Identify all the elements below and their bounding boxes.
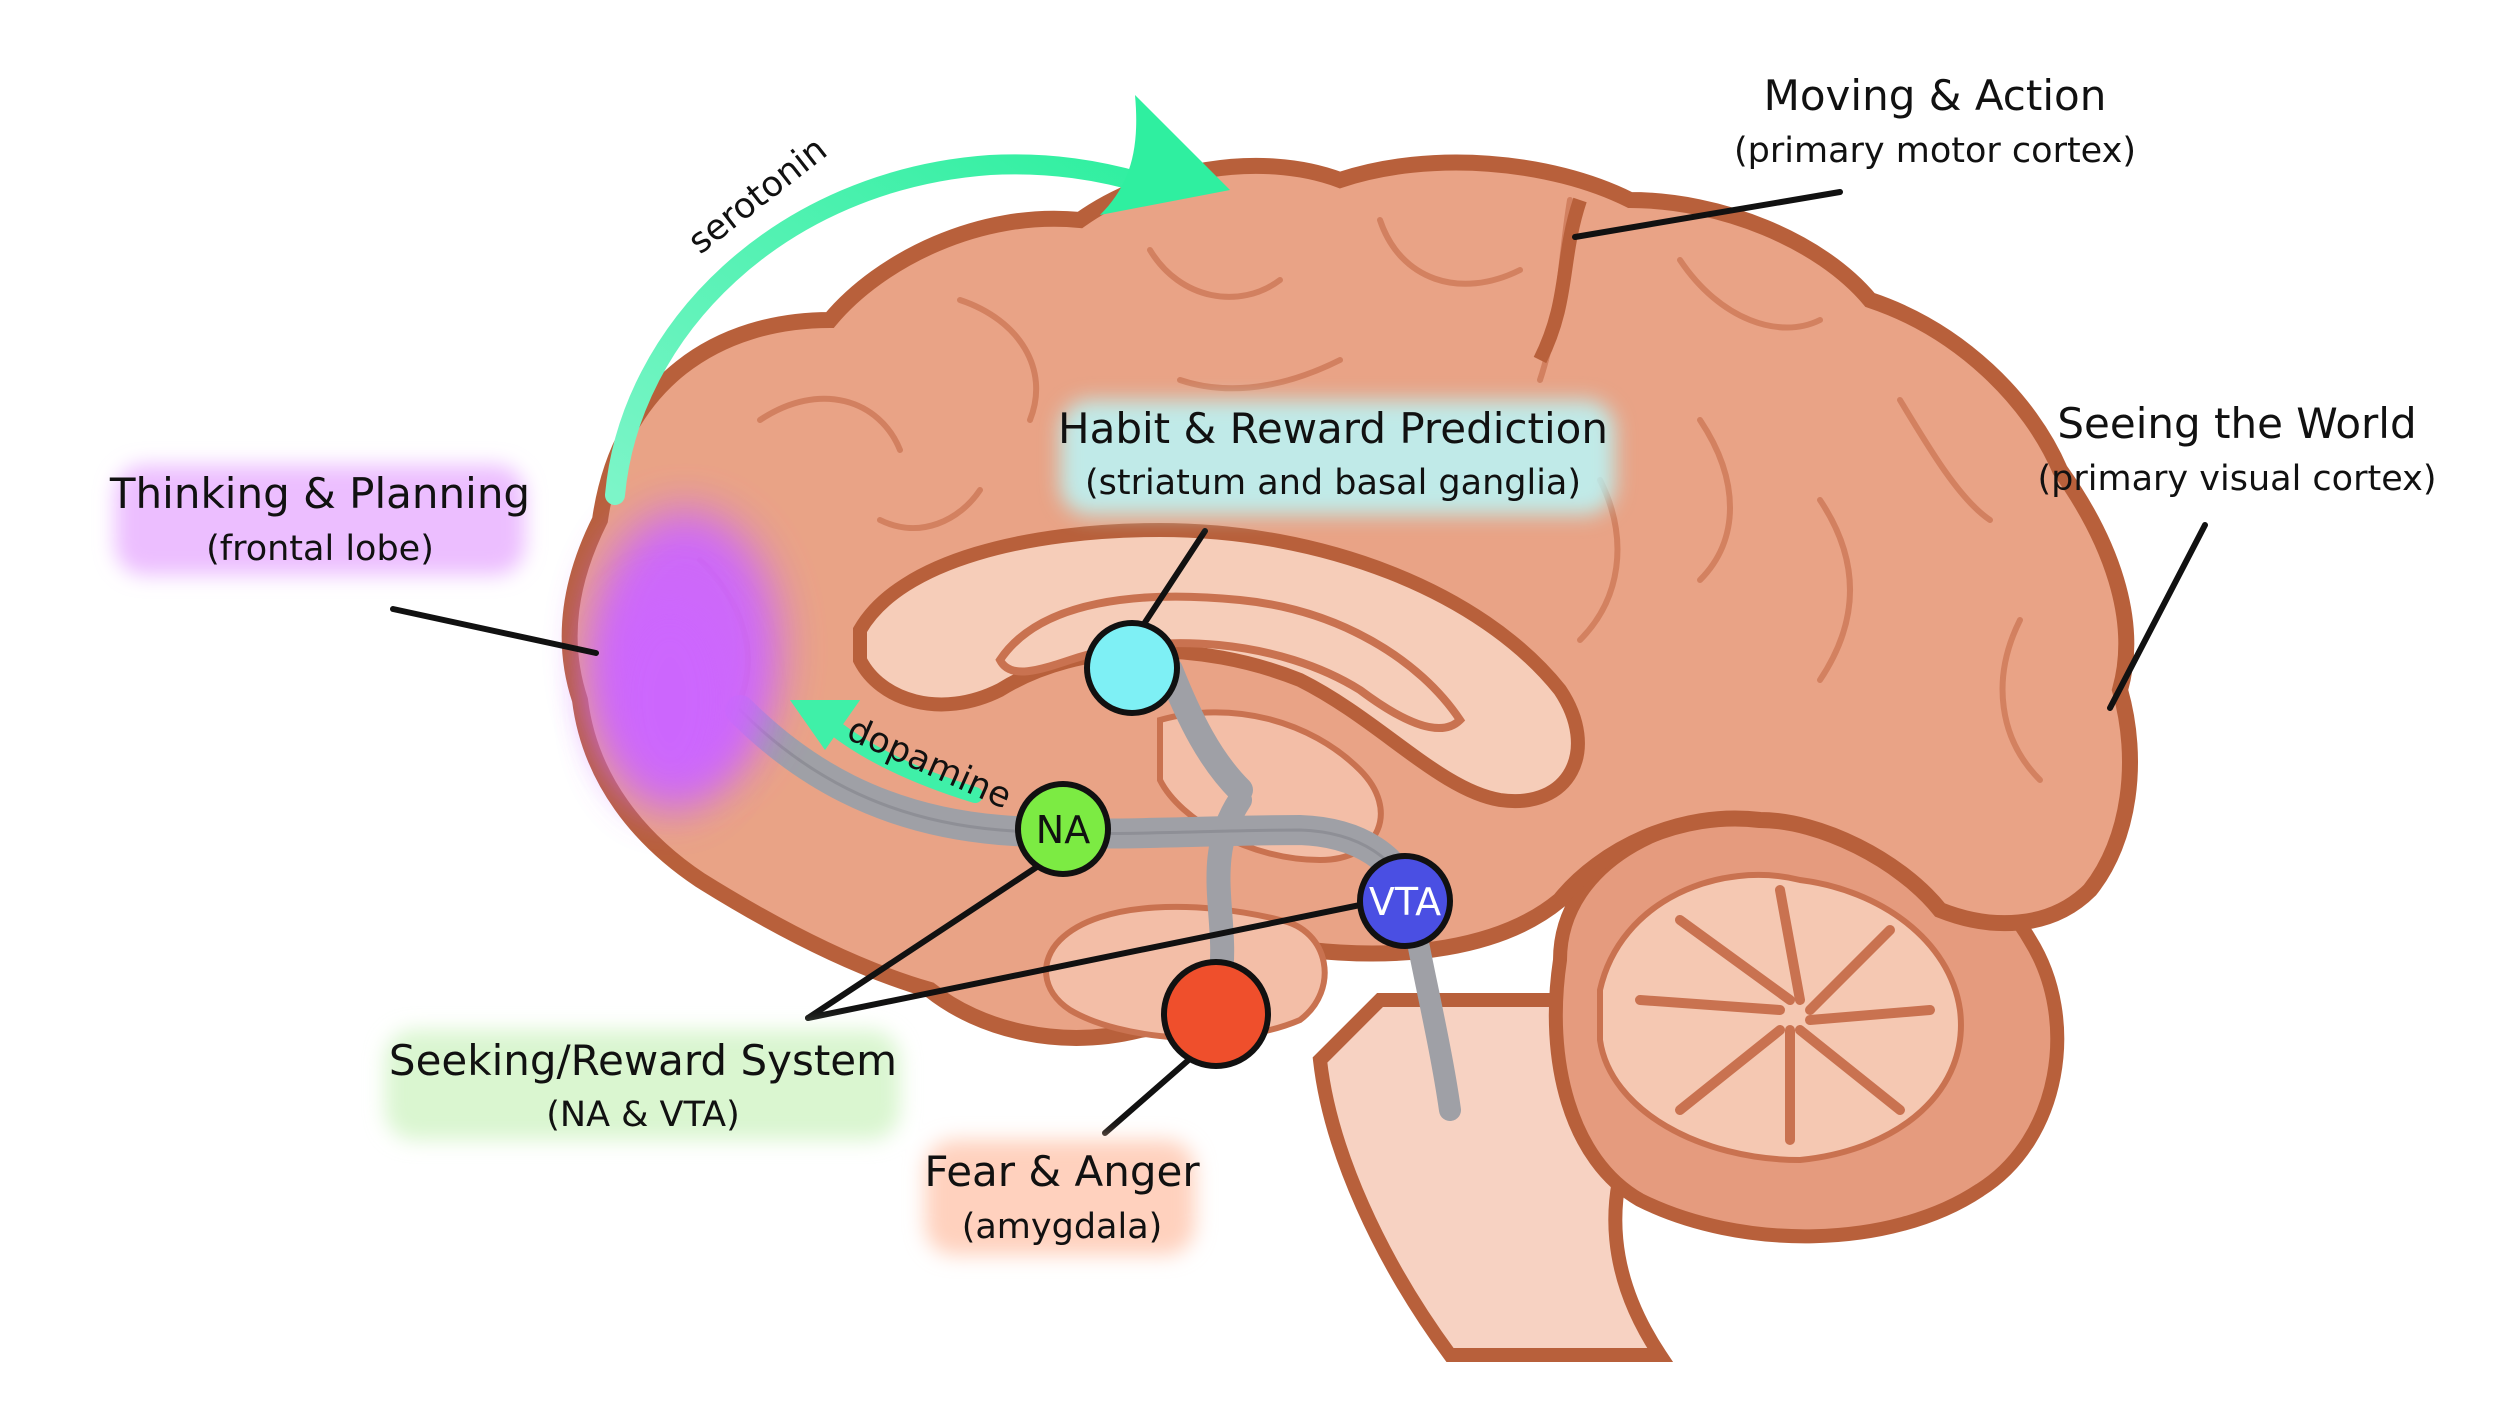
na-node: NA xyxy=(1015,781,1111,877)
motor-leader xyxy=(1572,189,1843,240)
fear-title: Fear & Anger xyxy=(924,1147,1200,1196)
motor-title: Moving & Action xyxy=(1764,71,2107,120)
striatum-title: Habit & Reward Prediction xyxy=(1058,404,1608,453)
visual-leader xyxy=(2107,522,2208,711)
striatum-leader xyxy=(1137,528,1208,633)
visual-title: Seeing the World xyxy=(2057,399,2416,448)
reward-leader-na xyxy=(805,852,1058,1021)
frontal-leader xyxy=(390,606,599,656)
vta-node: VTA xyxy=(1357,853,1453,949)
frontal-title: Thinking & Planning xyxy=(109,469,530,518)
fear-leader xyxy=(1102,1047,1203,1136)
striatum-node xyxy=(1084,620,1180,716)
na-node-label: NA xyxy=(1036,808,1090,852)
vta-node-label: VTA xyxy=(1369,880,1441,924)
frontal-subtitle: (frontal lobe) xyxy=(206,529,434,569)
fear-subtitle: (amygdala) xyxy=(962,1207,1163,1247)
central-sulcus xyxy=(1533,197,1587,364)
amygdala-node xyxy=(1161,959,1271,1069)
reward-leader-vta xyxy=(805,900,1373,1021)
dopamine-arrow xyxy=(790,700,983,803)
serotonin-arrow xyxy=(605,95,1230,505)
label-glows xyxy=(115,400,1615,1255)
reward-title: Seeking/Reward System xyxy=(389,1036,897,1085)
striatum-subtitle: (striatum and basal ganglia) xyxy=(1085,463,1581,503)
reward-subtitle: (NA & VTA) xyxy=(546,1095,740,1135)
motor-subtitle: (primary motor cortex) xyxy=(1734,131,2136,171)
visual-subtitle: (primary visual cortex) xyxy=(2038,459,2437,499)
leader-lines xyxy=(390,189,2208,1136)
frontal-glow xyxy=(590,510,780,810)
corpus-callosum xyxy=(853,522,1585,809)
